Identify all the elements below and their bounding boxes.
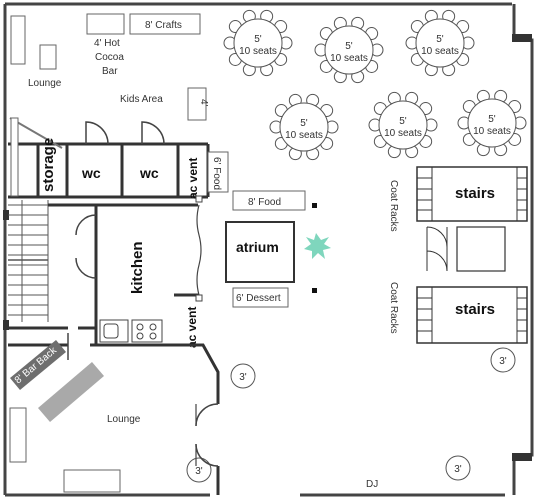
storage-shelf [10,117,19,197]
stove-burners [136,323,157,340]
table-seats-label: 10 seats [421,46,459,57]
sink-basin [103,323,119,339]
small-table [490,347,516,373]
right-stairs [416,166,528,344]
table-size-label: 5' [436,34,444,45]
four-ft-label: 4' [198,99,209,107]
lounge-bottom-label: Lounge [107,414,141,425]
lounge-top-label: Lounge [28,78,62,89]
table-top [415,18,465,68]
lounge-chair-top [39,44,57,70]
atrium-curtain [196,204,202,296]
round-table: 5'10 seats [269,93,339,161]
small-table [186,457,212,483]
left-stairs [8,200,49,322]
coat-racks-1-label: Coat Racks [388,180,399,232]
bar-back-label: 8' Bar Back [13,345,60,387]
storage-label: storage [40,138,57,192]
wc1-label: wc [81,165,101,181]
marker-bottom [312,288,317,293]
eight-food-label: 8' Food [248,197,281,208]
round-table: 5'10 seats [368,91,438,159]
small-table-label: 3' [195,466,203,477]
post-2 [195,294,203,302]
round-table: 5'10 seats [457,89,527,157]
wc1-door [85,121,109,145]
table-size-label: 5' [399,116,407,127]
storage-partition [9,117,63,149]
stove [131,319,163,343]
lounge-sofa-bottom [9,407,27,463]
table-size-label: 5' [254,34,262,45]
six-food-table [207,151,229,193]
ac-vent-bottom-label: ac vent [185,307,199,348]
kitchen-label: kitchen [129,241,146,294]
round-table: 5'10 seats [405,9,475,77]
table-size-label: 5' [300,118,308,129]
wc2-label: wc [139,165,159,181]
cocoa-label-1: 4' Hot [94,38,120,49]
ac-vent-top-label: ac vent [186,158,200,199]
lounge-sofa-bottom-2 [63,469,121,493]
table-top [279,102,329,152]
post-1 [195,195,203,203]
lounge-sofa-top [10,15,26,65]
table-seats-label: 10 seats [239,46,277,57]
cocoa-bar-table [86,13,125,35]
stairs-1-label: stairs [455,185,495,202]
six-dessert-table [232,287,289,308]
eight-food-table [232,190,306,211]
wc2-door [141,121,165,145]
table-size-label: 5' [488,114,496,125]
outer-corners [3,34,532,461]
cocoa-label-2: Cocoa [95,52,124,63]
restroom-block-walls [8,142,210,199]
table-size-label: 5' [345,41,353,52]
table-top [324,25,374,75]
crafts-label: 8' Crafts [145,20,182,31]
table-top [378,100,428,150]
coat-racks-2-label: Coat Racks [388,282,399,334]
marker-top [312,203,317,208]
table-seats-label: 10 seats [330,53,368,64]
six-food-label: 6' Food [211,157,222,190]
six-dessert-label: 6' Dessert [236,293,281,304]
atrium-label: atrium [236,239,279,255]
table-seats-label: 10 seats [384,128,422,139]
small-table [230,363,256,389]
bar [38,362,104,422]
small-table-label: 3' [454,464,462,475]
table-top [233,18,283,68]
bar-back [10,340,66,390]
kids-area-label: Kids Area [120,94,163,105]
kitchen-doors [75,214,97,279]
atrium-box [225,221,295,283]
crafts-table [129,13,201,35]
small-table [445,455,471,481]
cocoa-label-3: Bar [102,66,118,77]
small-table-label: 3' [499,356,507,367]
lounge-doors [195,403,219,467]
four-ft-table [187,87,207,121]
table-top [467,98,517,148]
stairs-2-label: stairs [455,301,495,318]
table-seats-label: 10 seats [473,126,511,137]
round-table: 5'10 seats [223,9,293,77]
dj-label: DJ [366,479,378,490]
atrium-star [304,233,331,259]
table-seats-label: 10 seats [285,130,323,141]
round-table: 5'10 seats [314,16,384,84]
small-table-label: 3' [239,372,247,383]
small-tables: 3' 3' 3' 3' [186,347,516,483]
